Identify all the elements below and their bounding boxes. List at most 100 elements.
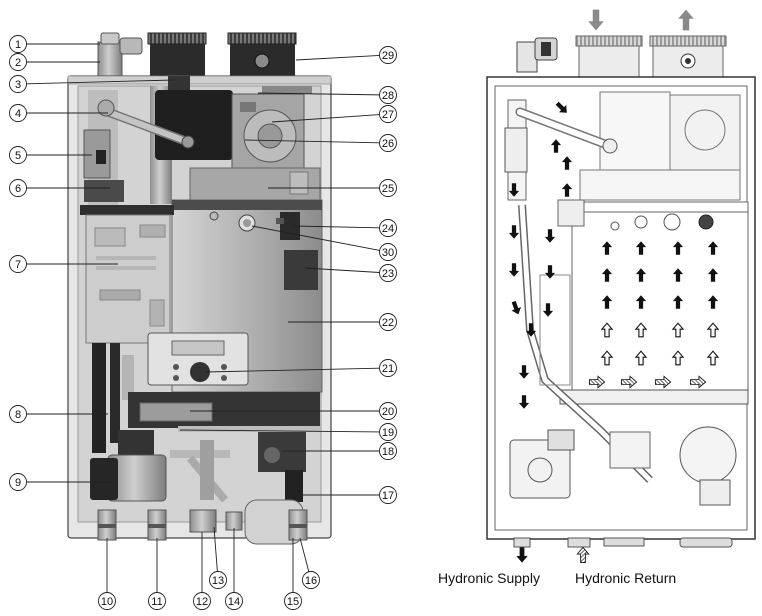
callout-number: 2 [15,57,21,69]
callout-circle [9,405,27,423]
callout-leader-line [257,92,380,96]
callout-number: 12 [196,596,208,608]
callout-number: 30 [382,247,394,259]
air-intake-arrow-icon [588,9,604,31]
callout-5: 5 [9,146,92,164]
exhaust-arrow-icon [678,9,694,31]
supply-flow-arrow-icon [544,229,556,243]
callout-number: 7 [15,259,21,271]
callout-3: 3 [9,75,176,93]
flow-intake-collar [575,35,643,78]
callout-circle [9,255,27,273]
callout-number: 17 [382,490,394,502]
supply-flow-arrow-icon [518,365,530,379]
heat-flow-arrow-icon [600,350,614,366]
callout-circle [379,486,397,504]
supply-flow-arrow-icon [544,265,556,279]
callout-number: 9 [15,477,21,489]
callout-6: 6 [9,179,110,197]
callout-27: 27 [271,105,397,123]
callout-circle [9,146,27,164]
heat-flow-arrow-icon [600,322,614,338]
heat-flow-arrow-icon [706,322,720,338]
callout-11: 11 [148,538,166,610]
callout-7: 7 [9,255,118,273]
heat-flow-arrow-icon [634,350,648,366]
callout-number: 5 [15,150,21,162]
callout-leader-line [304,267,380,273]
callout-21: 21 [204,359,397,377]
gas-flow-arrow-icon [561,183,573,197]
callout-leader-line [271,114,380,123]
callout-number: 19 [382,427,394,439]
heat-flow-arrow-icon [601,295,613,309]
callout-number: 29 [382,50,394,62]
callout-circle [379,313,397,331]
callout-leader-line [295,55,380,61]
return-flow-arrow-icon [588,375,606,389]
callout-29: 29 [295,46,397,64]
supply-flow-arrow-icon [518,395,530,409]
heat-flow-arrow-icon [635,241,647,255]
flow-diagram: Hydronic Supply Hydronic Return [438,9,756,586]
callout-25: 25 [268,179,397,197]
callout-circle [379,105,397,123]
callout-number: 23 [382,268,394,280]
callout-circle [98,592,116,610]
heat-flow-arrow-icon [635,268,647,282]
callout-number: 6 [15,183,21,195]
callout-9: 9 [9,473,112,491]
return-flow-arrow-icon [654,375,672,389]
callout-number: 13 [212,575,224,587]
callout-number: 3 [15,79,21,91]
flow-valve [516,37,558,73]
callout-28: 28 [257,86,397,104]
gas-flow-arrow-icon [555,101,567,113]
supply-flow-arrow-icon [508,225,520,239]
heat-flow-arrow-icon [601,268,613,282]
heat-flow-arrow-icon [707,268,719,282]
air-vent-valve [97,32,143,79]
flue-collar-intake [147,32,207,77]
flow-expansion-tank [679,426,737,506]
igniter [276,212,300,240]
callout-circle [9,179,27,197]
heat-flow-arrow-icon [672,295,684,309]
callout-circle [9,75,27,93]
callout-4: 4 [9,104,108,122]
callout-circle [148,592,166,610]
callout-leader-line [292,225,380,229]
callout-number: 24 [382,223,394,235]
callout-number: 21 [382,363,394,375]
flow-heat-exchanger [557,199,749,405]
callout-circle [379,134,397,152]
heat-flow-arrow-icon [672,241,684,255]
callout-number: 26 [382,138,394,150]
callout-circle [379,402,397,420]
blower [231,86,312,179]
callout-10: 10 [98,538,116,610]
supply-outlet-arrow-icon [516,547,528,563]
callout-number: 25 [382,183,394,195]
callout-leader-line [26,79,176,85]
return-inlet-arrow-icon [576,546,590,564]
callout-leader-line [299,537,310,572]
callout-circle [379,442,397,460]
heat-flow-arrow-icon [706,350,720,366]
flue-adapter [155,76,233,160]
heat-flow-arrow-icon [707,241,719,255]
callout-12: 12 [193,532,211,610]
heat-flow-arrow-icon [635,295,647,309]
heat-flow-arrow-icon [672,268,684,282]
callout-number: 16 [305,575,317,587]
manifold [128,392,320,432]
callout-15: 15 [284,538,302,610]
callout-2: 2 [9,53,100,71]
supply-flow-arrow-icon [542,303,554,317]
bottom-connections [97,509,308,541]
callout-number: 14 [228,596,240,608]
callout-circle [379,46,397,64]
control-board [80,205,174,344]
flow-gas-pipe [515,107,618,154]
